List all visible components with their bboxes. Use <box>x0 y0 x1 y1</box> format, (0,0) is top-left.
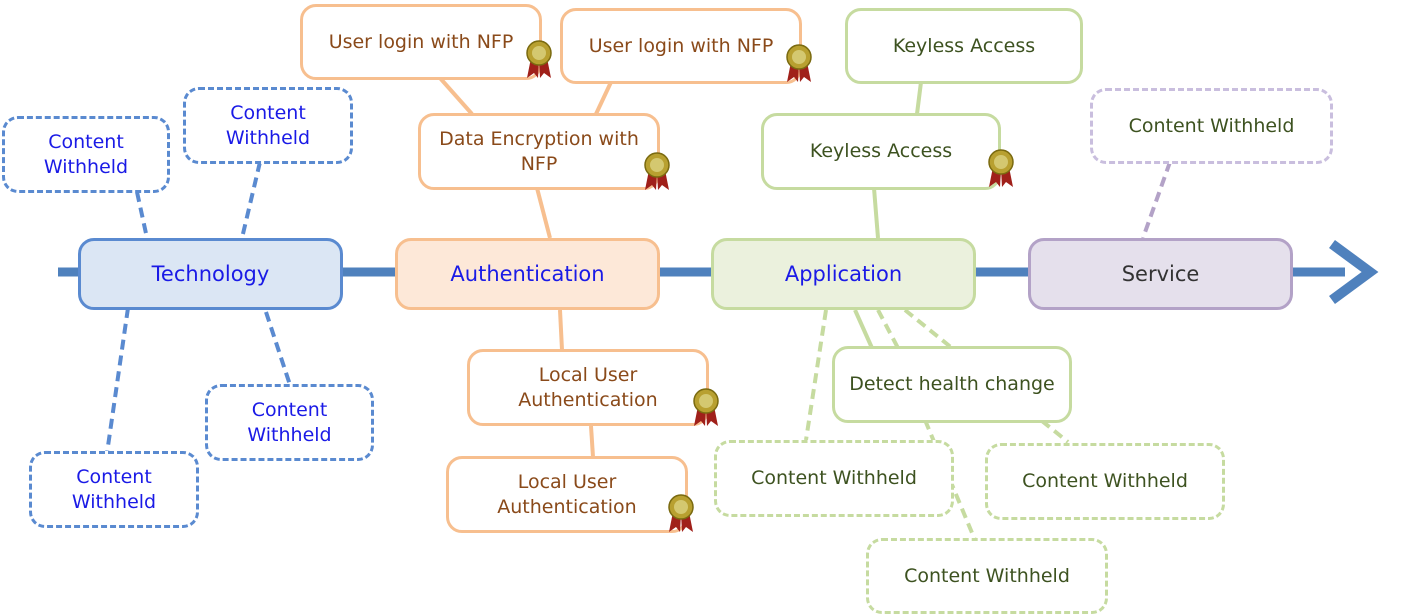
connector-app-keyless2 <box>872 187 880 239</box>
connector-tech-bottomleft <box>105 307 130 454</box>
connector-app-withheld-left <box>804 309 828 441</box>
connector-auth-local2 <box>589 425 595 458</box>
connector-auth-login1 <box>438 76 474 116</box>
connector-tech-topright <box>240 161 262 239</box>
connector-auth-encryption <box>535 187 552 239</box>
award-ribbon-icon <box>786 44 812 82</box>
award-ribbon-icon <box>526 40 552 78</box>
service-branch-withheld: Content Withheld <box>1090 88 1333 164</box>
connector-auth-login2 <box>594 79 614 115</box>
connector-tech-topleft <box>135 191 149 239</box>
connector-tech-bottomright <box>264 311 292 386</box>
app-branch-withheld-right: Content Withheld <box>985 443 1225 520</box>
app-branch-keyless-2: Keyless Access <box>761 113 1001 190</box>
app-branch-keyless-1: Keyless Access <box>845 8 1083 84</box>
award-ribbon-icon <box>693 388 719 426</box>
auth-branch-login-1: User login with NFP <box>300 4 542 80</box>
timeline-arrowhead <box>1329 239 1379 305</box>
app-branch-withheld-left: Content Withheld <box>714 440 954 517</box>
connector-app-health-dash <box>876 309 900 349</box>
topic-application: Application <box>711 238 976 310</box>
connector-app-health <box>853 309 874 349</box>
connector-service-withheld <box>1141 161 1172 239</box>
app-branch-withheld-bottom: Content Withheld <box>866 538 1108 614</box>
connector-auth-local1 <box>558 309 564 351</box>
connector-app-keyless1 <box>915 81 923 115</box>
topic-authentication: Authentication <box>395 238 660 310</box>
topic-service: Service <box>1028 238 1293 310</box>
award-ribbon-icon <box>988 149 1014 187</box>
app-branch-health: Detect health change <box>832 346 1072 423</box>
auth-branch-login-2: User login with NFP <box>560 8 802 84</box>
award-ribbon-icon <box>668 494 694 532</box>
award-ribbon-icon <box>644 152 670 190</box>
topic-technology: Technology <box>78 238 343 310</box>
